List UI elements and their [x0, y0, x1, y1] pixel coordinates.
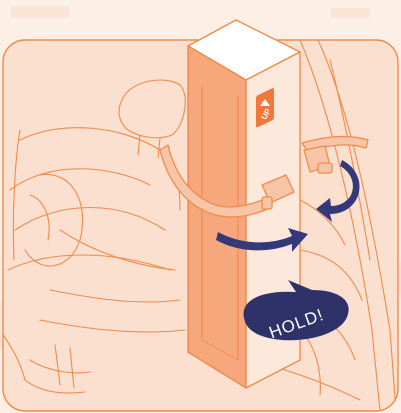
- illustration-svg: UP HOLD!: [0, 0, 401, 413]
- installation-illustration: UP HOLD!: [0, 0, 401, 413]
